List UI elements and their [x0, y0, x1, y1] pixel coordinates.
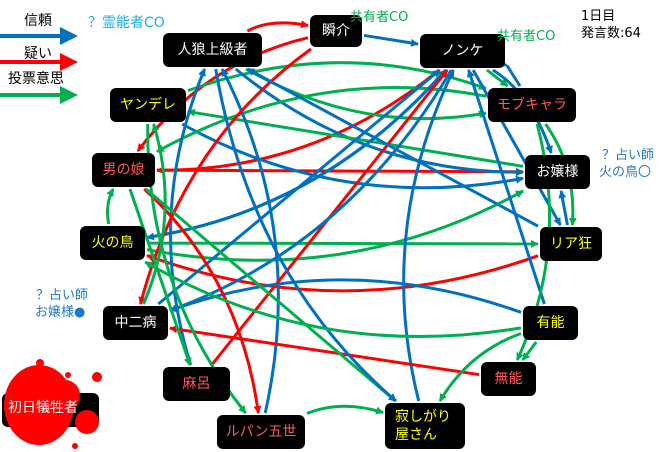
legend-vote-label: 投票意思 [8, 71, 64, 87]
node-mob-chara: モブキャラ [488, 88, 576, 122]
node-label: 人狼上級者 [177, 42, 248, 58]
edge-vote-nonke-to-mob [486, 68, 509, 88]
edge-trust-shunsuke-to-nonke [363, 33, 419, 47]
edge-trust-renrou-to-sabishi [214, 68, 397, 403]
node-label: 麻呂 [182, 376, 211, 392]
edge-vote-hinotori-to-ojou [146, 189, 524, 262]
node-yuunou: 有能 [523, 306, 578, 340]
legend-arrows [0, 27, 78, 104]
legend-doubt-label: 疑い [24, 46, 52, 62]
edge-trust-mob-to-nonke [499, 61, 522, 87]
edge-doubt-riakyou-to-hinotori [146, 254, 539, 293]
edge-trust-renrou-to-ojou [234, 67, 524, 177]
message-count: 発言数:64 [581, 26, 641, 41]
node-label: 寂しがり屋さん [395, 408, 451, 444]
node-sabishigariya: 寂しがり屋さん [385, 403, 465, 449]
edge-vote-otoko-to-maro [128, 188, 192, 366]
node-otokonoko: 男の娘 [92, 153, 155, 187]
edge-vote-chuuni-to-yandere [142, 123, 167, 305]
shared-co-note-1: 共有者CO [350, 10, 409, 25]
edge-doubt-munou-to-chuuni [169, 325, 480, 377]
edge-vote-yuunou-to-munou [521, 341, 538, 361]
node-label: リア狂 [550, 236, 592, 252]
legend-trust-arrowhead [60, 27, 78, 45]
legend-trust-label: 信頼 [24, 13, 52, 29]
seer-co-note-2-line1: ？占い師 [36, 288, 89, 303]
node-label: モブキャラ [497, 97, 567, 113]
node-label: 中二病 [114, 315, 157, 331]
edge-trust-riakyou-to-renrou [246, 67, 539, 228]
first-victim-label: 初日犠牲者 [8, 400, 78, 416]
edge-vote-otoko-to-sabishi [144, 187, 397, 403]
node-yandere: ヤンデレ [110, 88, 186, 122]
node-lupin-gosei: ルパン五世 [217, 415, 305, 449]
edge-vote-yuunou-to-sabishi [438, 332, 522, 402]
edge-trust-nonke-to-chuuni [169, 69, 453, 312]
edge-vote-yuunou-to-hinotori [144, 260, 522, 339]
node-hinotori: 火の鳥 [80, 226, 145, 260]
edge-doubt-renrou-to-shunsuke [246, 20, 309, 33]
node-nonke: ノンケ [420, 34, 505, 68]
node-chuunibyou: 中二病 [103, 306, 168, 340]
seer-co-note-1-line2: 火の鳥〇 [599, 165, 652, 180]
edge-vote-mob-to-otoko [156, 86, 487, 153]
node-ojousama: お嬢様 [525, 155, 590, 189]
node-label: ルパン五世 [225, 424, 297, 440]
legend-vote-arrowhead [60, 86, 78, 104]
edge-trust-lupin-to-renrou [220, 68, 280, 414]
node-label: 有能 [536, 315, 565, 331]
seer-co-note-1-line1: ？占い師 [602, 148, 655, 163]
node-riakyou: リア狂 [540, 227, 602, 261]
node-munou: 無能 [481, 362, 536, 396]
edge-trust-yandere-to-ojou [181, 122, 524, 190]
edge-doubt-otoko-to-ojou [156, 167, 524, 176]
node-label: お嬢様 [536, 164, 579, 180]
legend-doubt-arrowhead [60, 53, 78, 71]
shared-co-note-2: 共有者CO [497, 29, 556, 44]
edge-trust-riakyou-to-ojou [558, 190, 569, 226]
node-label: 無能 [494, 371, 523, 387]
node-label: 男の娘 [102, 162, 145, 178]
node-label: 火の鳥 [91, 235, 134, 251]
edge-vote-lupin-to-sabishi [306, 404, 384, 415]
node-label: ヤンデレ [120, 97, 176, 113]
node-label-line1: 寂しがり [395, 409, 451, 425]
day-label: 1日目 [581, 9, 616, 24]
seer-co-note-2-line2: お嬢様● [35, 305, 86, 320]
node-label: 瞬介 [322, 23, 350, 39]
edge-trust-yuunou-to-nonke [466, 69, 546, 305]
node-shunsuke: 瞬介 [310, 15, 362, 47]
node-label: ノンケ [441, 43, 484, 59]
edge-doubt-otoko-to-lupin [143, 187, 262, 414]
node-label-line2: 屋さん [395, 427, 437, 443]
edges [106, 20, 577, 415]
edge-trust-sabishi-to-nonke [402, 69, 455, 402]
node-maro: 麻呂 [163, 367, 230, 401]
node-renrou-joukyuusha: 人狼上級者 [163, 33, 262, 67]
edge-vote-hinotori-to-otoko [106, 188, 115, 225]
medium-co-note: ？霊能者CO [88, 15, 165, 31]
edge-vote-hinotori-to-riakyou [146, 239, 539, 248]
